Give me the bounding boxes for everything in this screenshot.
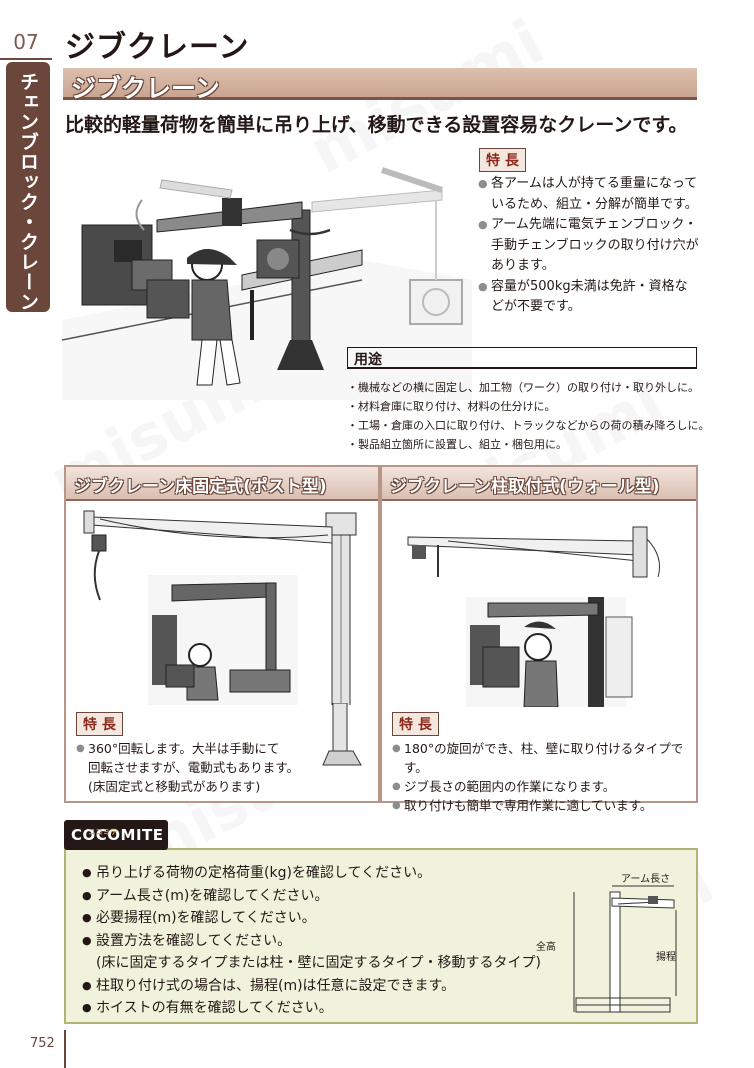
feature-item: 容量が500kg未満は免許・資格などが不要です。 bbox=[478, 277, 700, 318]
checklist-item: 設置方法を確認してください。 bbox=[82, 930, 541, 953]
post-crane-illustration bbox=[83, 510, 357, 705]
page-number-rule bbox=[64, 1030, 66, 1068]
checklist-item: 吊り上げる荷物の定格荷重(kg)を確認してください。 bbox=[82, 862, 541, 885]
wall-crane-illustration bbox=[407, 526, 661, 707]
post-type-header: ジブクレーン床固定式(ポスト型) bbox=[66, 467, 378, 501]
section-bar: ジブクレーン bbox=[63, 68, 697, 103]
chapter-tab-label: チェンブロック・クレーン bbox=[17, 72, 39, 312]
use-item: ・材料倉庫に取り付け、材料の仕分けに。 bbox=[347, 400, 556, 413]
wall-type-header: ジブクレーン柱取付式(ウォール型) bbox=[382, 467, 696, 501]
feature-item: アーム先端に電気チェンブロック・手動チェンブロックの取り付け穴があります。 bbox=[478, 215, 700, 277]
section-title: ジブクレーン bbox=[71, 74, 220, 103]
use-item: ・工場・倉庫の入口に取り付け、トラックなどからの荷の積み降ろしに。 bbox=[347, 419, 710, 432]
uses-list: ・機械などの横に固定し、加工物（ワーク）の取り付け・取り外しに。 ・材料倉庫に取… bbox=[347, 378, 709, 454]
post-type-features: 360°回転します。大半は手動にて 回転させますが、電動式もあります。 (床固定… bbox=[76, 739, 316, 796]
subtitle: 比較的軽量荷物を簡単に吊り上げ、移動できる設置容易なクレーンです。 bbox=[65, 114, 688, 136]
features-list: 各アームは人が持てる重量になっているため、組立・分解が簡単です。 アーム先端に電… bbox=[478, 174, 700, 318]
cocomite-logo-text: COCOMITE bbox=[71, 826, 164, 844]
cocomite-box: 吊り上げる荷物の定格荷重(kg)を確認してください。 アーム長さ(m)を確認して… bbox=[64, 848, 698, 1024]
uses-header: 用途 bbox=[347, 347, 697, 369]
post-feature-item: (床固定式と移動式があります) bbox=[88, 779, 261, 794]
chapter-number: 07 bbox=[13, 30, 39, 54]
features-label: 特 長 bbox=[479, 148, 526, 172]
checklist-item: アーム長さ(m)を確認してください。 bbox=[82, 885, 541, 908]
checklist-item: ホイストの有無を確認してください。 bbox=[82, 997, 541, 1020]
arm-length-label: アーム長さ bbox=[621, 874, 671, 885]
checklist-item: (床に固定するタイプまたは柱・壁に固定するタイプ・移動するタイプ) bbox=[96, 955, 541, 971]
dimension-diagram bbox=[573, 885, 677, 1013]
wall-type-panel: ジブクレーン柱取付式(ウォール型) 特 長 180°の旋回ができ、柱、壁に取り付… bbox=[380, 465, 698, 815]
lift-label: 揚程 bbox=[656, 952, 676, 963]
post-feature-item: 360°回転します。大半は手動にて bbox=[76, 739, 316, 758]
wall-feature-item: 取り付けも簡単で専用作業に適しています。 bbox=[392, 796, 692, 815]
page-title: ジブクレーン bbox=[65, 30, 250, 65]
chapter-tab[interactable]: チェンブロック・クレーン bbox=[6, 62, 50, 312]
wall-type-title: ジブクレーン柱取付式(ウォール型) bbox=[390, 477, 660, 497]
cocomite-logo-small: ココミテ bbox=[88, 828, 118, 836]
feature-item: 各アームは人が持てる重量になっているため、組立・分解が簡単です。 bbox=[478, 174, 700, 215]
uses-label: 用途 bbox=[354, 352, 382, 368]
post-feature-item: 回転させますが、電動式もあります。 bbox=[88, 760, 300, 775]
total-height-label: 全高 bbox=[536, 942, 556, 953]
wall-type-features: 180°の旋回ができ、柱、壁に取り付けるタイプです。 ジブ長さの範囲内の作業にな… bbox=[392, 739, 692, 815]
checklist-item: 必要揚程(m)を確認してください。 bbox=[82, 907, 541, 930]
chapter-rule bbox=[0, 58, 52, 60]
post-type-features-label: 特 長 bbox=[76, 712, 123, 736]
use-item: ・機械などの横に固定し、加工物（ワーク）の取り付け・取り外しに。 bbox=[347, 381, 699, 394]
jib-crane-illustration bbox=[62, 167, 472, 400]
wall-type-features-label: 特 長 bbox=[392, 712, 439, 736]
cocomite-logo: ココミテ COCOMITE bbox=[64, 820, 168, 850]
post-type-title: ジブクレーン床固定式(ポスト型) bbox=[74, 477, 327, 497]
post-base-illustration bbox=[322, 703, 362, 766]
post-type-panel: ジブクレーン床固定式(ポスト型) 特 長 360°回転します。大半は手動にて 回… bbox=[64, 465, 380, 803]
page-number: 752 bbox=[30, 1036, 55, 1051]
wall-feature-item: ジブ長さの範囲内の作業になります。 bbox=[392, 777, 692, 796]
wall-feature-item: 180°の旋回ができ、柱、壁に取り付けるタイプです。 bbox=[392, 739, 692, 777]
use-item: ・製品組立箇所に設置し、組立・梱包用に。 bbox=[347, 438, 567, 451]
checklist-item: 柱取り付け式の場合は、揚程(m)は任意に設定できます。 bbox=[82, 975, 541, 998]
checklist: 吊り上げる荷物の定格荷重(kg)を確認してください。 アーム長さ(m)を確認して… bbox=[82, 862, 541, 1020]
